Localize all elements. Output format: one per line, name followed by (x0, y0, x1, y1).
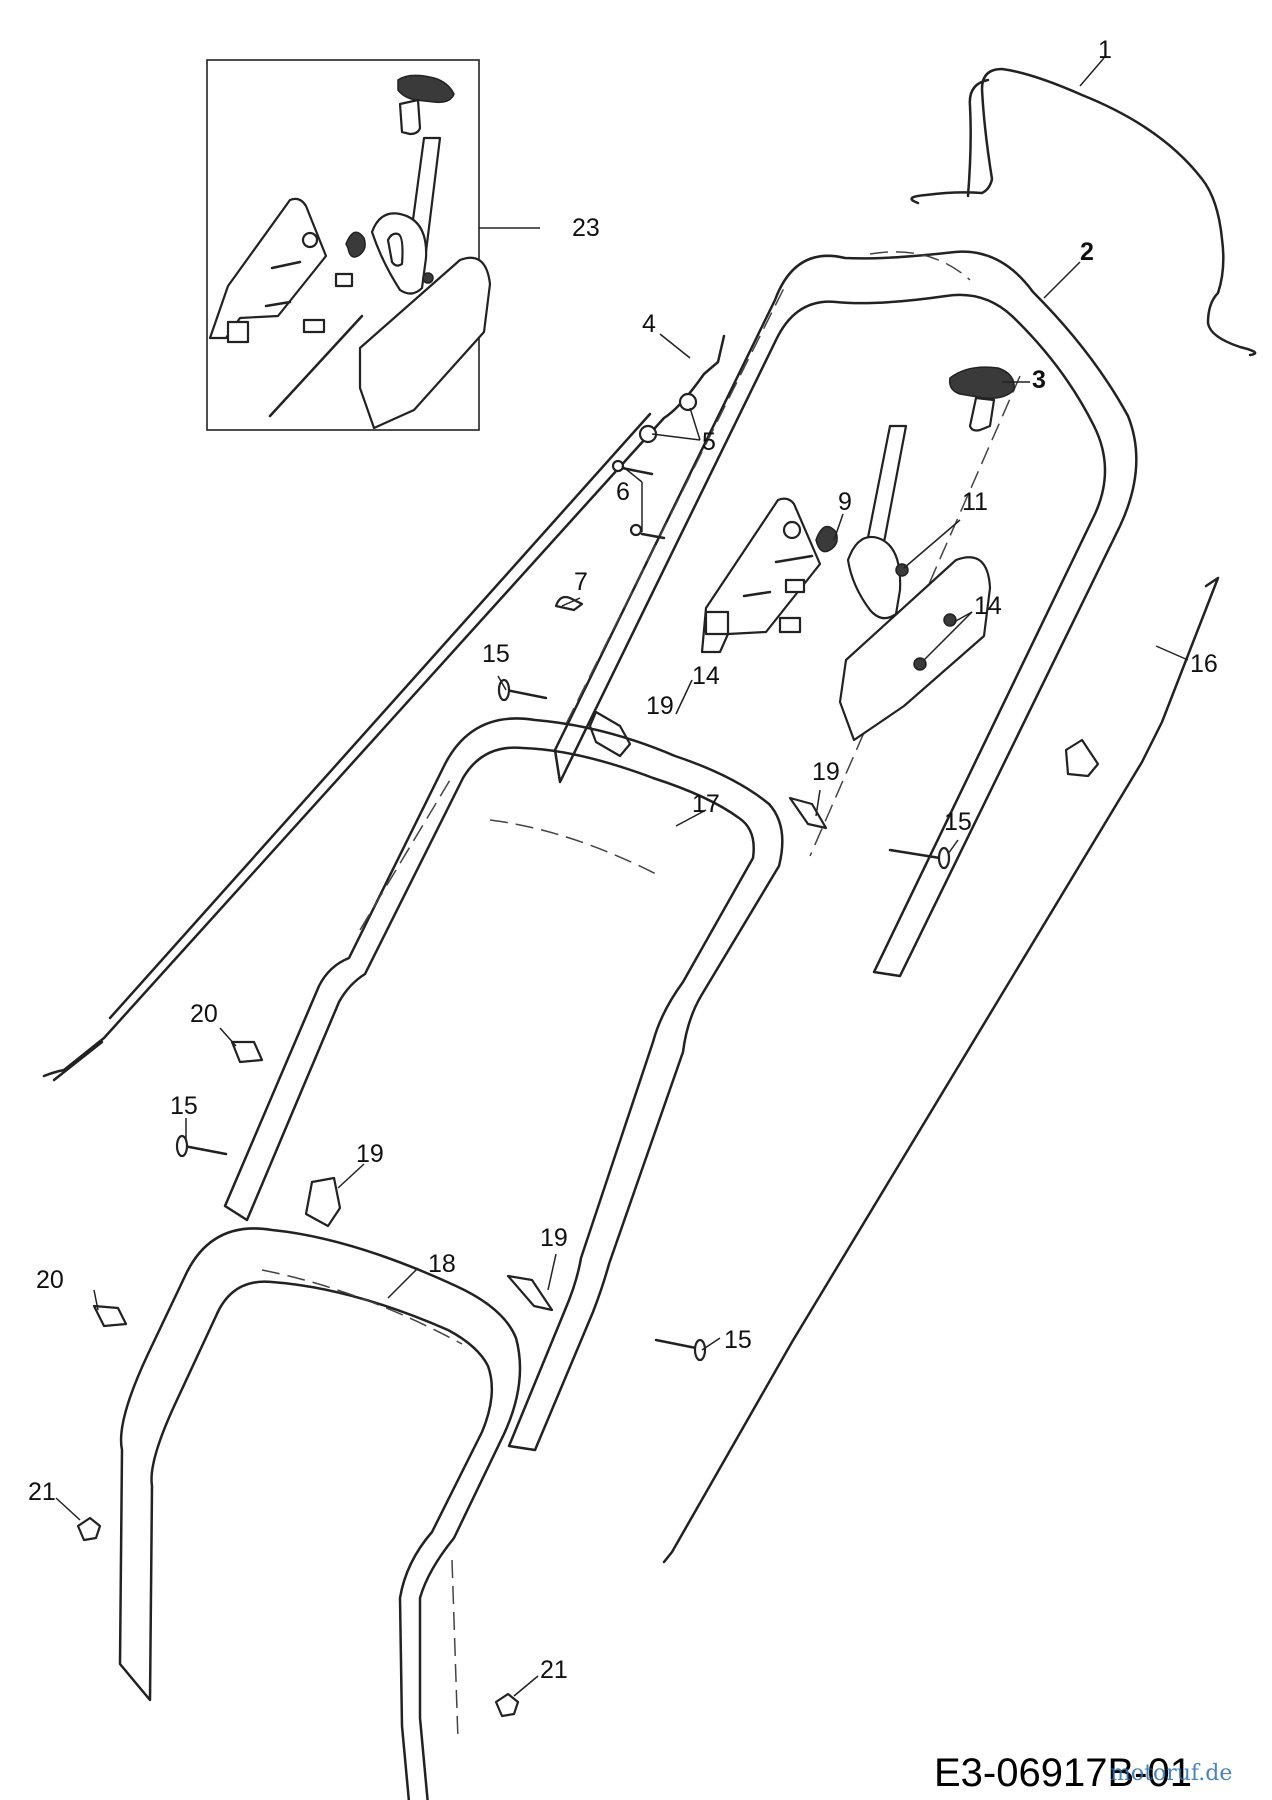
callout-15-right: 15 (944, 808, 972, 836)
control-lever-assembly (700, 424, 992, 742)
callout-3: 3 (1032, 366, 1046, 394)
callout-14-right: 14 (974, 592, 1002, 620)
spacer-20-group (92, 1040, 264, 1328)
part-1-bail-bar (910, 67, 1257, 357)
callout-5: 5 (702, 428, 716, 456)
wing-nut-19-group (304, 710, 828, 1312)
part-18-lower-handle (118, 1227, 522, 1800)
callout-labels: 1 2 3 4 5 6 7 9 11 14 14 15 15 15 15 16 … (28, 36, 1218, 1684)
part-4-cable (42, 334, 726, 1082)
nut-21-group (76, 1516, 520, 1718)
callout-20-upper: 20 (190, 1000, 218, 1028)
part-16-cable (662, 576, 1220, 1564)
callout-9: 9 (838, 488, 852, 516)
callout-18: 18 (428, 1250, 456, 1278)
callout-15-left: 15 (170, 1092, 198, 1120)
reference-code: E3-06917B-01 (934, 1751, 1192, 1795)
bolt-15-group (175, 678, 951, 1362)
callout-19-lower: 19 (540, 1224, 568, 1252)
callout-1: 1 (1098, 36, 1112, 64)
callout-16: 16 (1190, 650, 1218, 678)
callout-21-right: 21 (540, 1656, 568, 1684)
watermark: motoruf.de (1110, 1761, 1232, 1786)
part-17-middle-handle (223, 717, 784, 1452)
callout-19-left: 19 (356, 1140, 384, 1168)
callout-20-lower: 20 (36, 1266, 64, 1294)
callout-15-lower: 15 (724, 1326, 752, 1354)
callout-14-left: 14 (692, 662, 720, 690)
callout-19-upper: 19 (646, 692, 674, 720)
callout-11: 11 (962, 488, 988, 516)
callout-6: 6 (616, 478, 630, 506)
callout-19-right: 19 (812, 758, 840, 786)
callout-21-left: 21 (28, 1478, 56, 1506)
callout-15-upper: 15 (482, 640, 510, 668)
leader-lines (55, 57, 1189, 1697)
callout-2: 2 (1080, 238, 1094, 266)
callout-17: 17 (692, 790, 720, 818)
callout-4: 4 (642, 310, 656, 338)
part-3-knob (948, 366, 1015, 432)
callout-7: 7 (574, 568, 588, 596)
callout-23: 23 (572, 214, 600, 242)
inset-assembly-23 (206, 59, 492, 431)
